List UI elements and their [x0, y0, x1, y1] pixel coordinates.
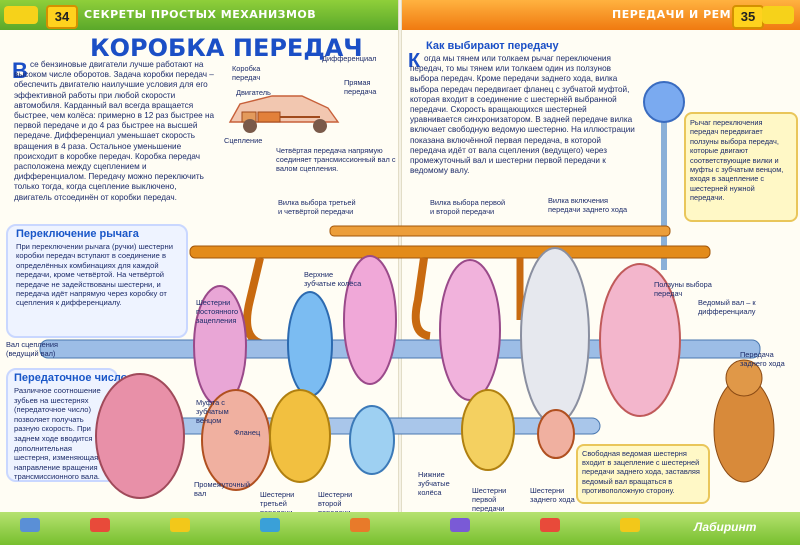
lever-switch-heading: Переключение рычага [16, 228, 139, 240]
toy-tractor-icon [90, 518, 110, 532]
lever-switch-text: При переключении рычага (ручки) шестерни… [16, 242, 173, 308]
label-reverse-gears: Шестерни заднего хода [530, 486, 575, 504]
right-article-text: огда мы тянем или толкаем рычаг переключ… [410, 54, 635, 176]
right-article-heading: Как выбирают передачу [426, 40, 559, 52]
header-toy-truck-icon [762, 6, 794, 24]
car-diagram-caption: Четвёртая передача напрямую соединяет тр… [276, 146, 396, 173]
label-fork-reverse: Вилка включения передачи заднего хода [548, 196, 628, 214]
label-sleeve: Муфта с зубчатым венцом [196, 398, 229, 425]
label-clutch-shaft: Вал сцепления (ведущий вал) [6, 340, 58, 358]
toy-bike-icon [450, 518, 470, 532]
label-clutch: Сцепление [224, 136, 263, 145]
page-title: КОРОБКА ПЕРЕДАЧ [90, 34, 363, 62]
label-layshaft: Промежуточный вал [194, 480, 250, 498]
toy-bus-icon [540, 518, 560, 532]
watermark: Лабиринт [694, 520, 757, 534]
gear-ratio-heading: Передаточное число [14, 372, 128, 384]
toy-plane-icon [260, 518, 280, 532]
left-section-title: СЕКРЕТЫ ПРОСТЫХ МЕХАНИЗМОВ [84, 8, 317, 21]
label-engine: Двигатель [236, 88, 271, 97]
label-fork-34: Вилка выбора третьей и четвёртой передач… [278, 198, 356, 216]
toy-truck-icon [20, 518, 40, 532]
label-gearbox: Коробка передач [232, 64, 261, 82]
label-sliders: Ползуны выбора передач [654, 280, 712, 298]
toy-boat-icon [350, 518, 370, 532]
intro-dropcap: В [12, 58, 28, 83]
footer-strip [0, 512, 800, 545]
header-toy-car-icon [4, 6, 38, 24]
toy-car-icon [170, 518, 190, 532]
label-upper-gears: Верхние зубчатые колёса [304, 270, 362, 288]
label-gear1: Шестерни первой передачи [472, 486, 507, 513]
bottom-note-box [576, 444, 710, 504]
left-page-number: 34 [46, 5, 78, 29]
intro-text: се бензиновые двигатели лучше работают н… [14, 60, 215, 202]
bottom-note-text: Свободная ведомая шестерня входит в заце… [582, 449, 700, 495]
lever-switch-box [6, 224, 188, 338]
car-diagram [228, 95, 340, 133]
label-lower-gears: Нижние зубчатые колёса [418, 470, 450, 497]
toy-plane-2-icon [620, 518, 640, 532]
label-constant-gears: Шестерни постоянного зацепления [196, 298, 239, 325]
label-reverse: Передача заднего хода [740, 350, 785, 368]
label-direct-drive: Прямая передача [344, 78, 377, 96]
right-page-number: 35 [732, 5, 764, 29]
label-fork-12: Вилка выбора первой и второй передачи [430, 198, 506, 216]
label-flange: Фланец [234, 428, 261, 437]
side-note-text: Рычаг переключения передач передвигает п… [690, 118, 784, 203]
label-differential: Дифференциал [322, 54, 377, 63]
label-output-shaft: Ведомый вал – к дифференциалу [698, 298, 756, 316]
side-note-box [684, 112, 798, 222]
book-spine [398, 0, 402, 545]
gear-ratio-text: Различное соотношение зубьев на шестерня… [14, 386, 101, 482]
right-section-title: ПЕРЕДАЧИ И РЕМНИ [612, 8, 751, 21]
right-article-dropcap: К [408, 50, 421, 72]
